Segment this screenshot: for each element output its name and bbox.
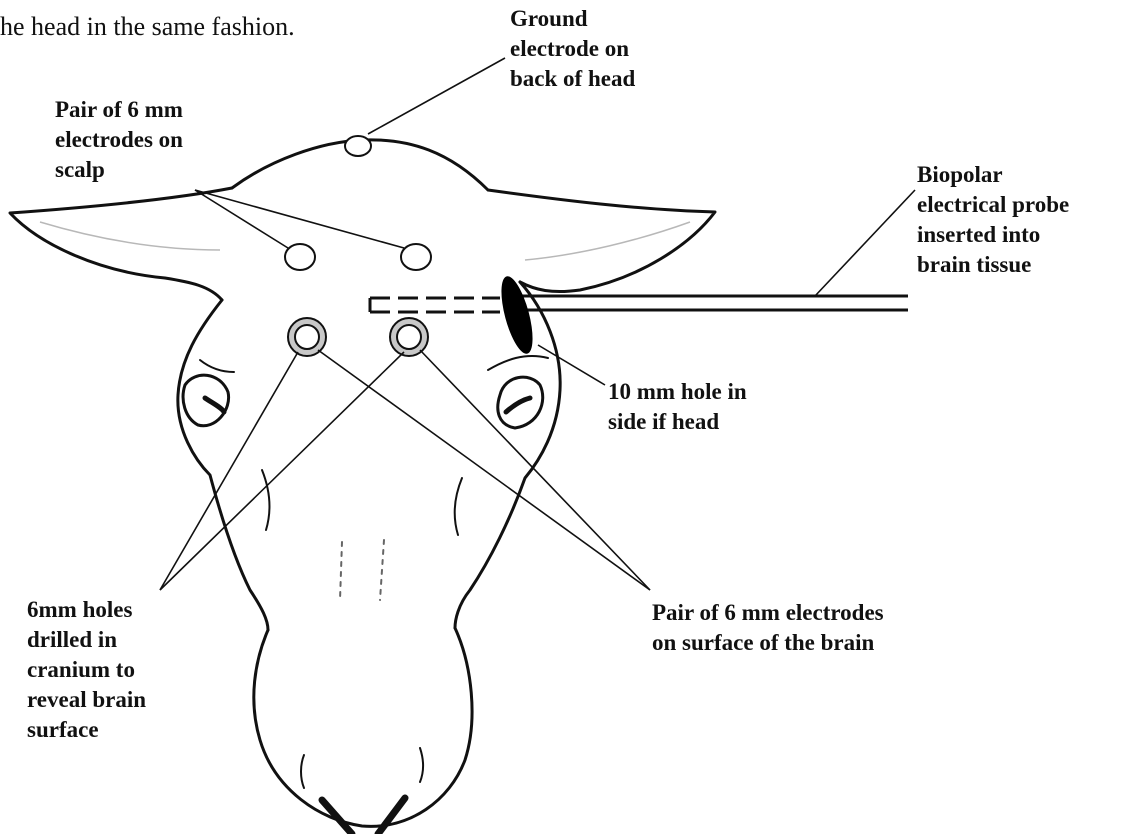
hole-label-line: 10 mm hole in [608, 377, 747, 407]
probe-leader [815, 190, 915, 296]
cranium-label-line: surface [27, 715, 146, 745]
cranium-label-line: drilled in [27, 625, 146, 655]
bipolar-probe [370, 296, 908, 312]
ground-electrode-label: Ground electrode on back of head [510, 4, 635, 94]
side-hole-10mm [495, 273, 539, 356]
scalp-label-line: scalp [55, 155, 183, 185]
scalp-label-line: electrodes on [55, 125, 183, 155]
brain-electrode-left [295, 325, 319, 349]
brain-electrode-right [397, 325, 421, 349]
right-ear [488, 190, 715, 292]
ground-label-line: Ground [510, 4, 635, 34]
brain-electrodes-label-line: Pair of 6 mm electrodes [652, 598, 884, 628]
probe-label-line: Biopolar [917, 160, 1069, 190]
cranium-label-line: 6mm holes [27, 595, 146, 625]
ground-electrode [345, 136, 371, 156]
side-hole-label: 10 mm hole in side if head [608, 377, 747, 437]
scalp-electrodes-label: Pair of 6 mm electrodes on scalp [55, 95, 183, 185]
hole-label-line: side if head [608, 407, 747, 437]
ground-leader [368, 58, 505, 134]
probe-label-line: brain tissue [917, 250, 1069, 280]
left-ear [10, 188, 232, 300]
ground-label-line: electrode on [510, 34, 635, 64]
ground-label-line: back of head [510, 64, 635, 94]
cranium-label-line: cranium to [27, 655, 146, 685]
probe-inserted-section [370, 298, 500, 312]
leader-lines [160, 58, 915, 590]
probe-label-line: inserted into [917, 220, 1069, 250]
scalp-leader-right [195, 190, 404, 248]
cranium-holes-label: 6mm holes drilled in cranium to reveal b… [27, 595, 146, 745]
probe-label: Biopolar electrical probe inserted into … [917, 160, 1069, 280]
hole-leader [538, 345, 605, 385]
cranium-label-line: reveal brain [27, 685, 146, 715]
brain-electrodes-label-line: on surface of the brain [652, 628, 884, 658]
probe-label-line: electrical probe [917, 190, 1069, 220]
brain-electrodes-label: Pair of 6 mm electrodes on surface of th… [652, 598, 884, 658]
scalp-electrode-left [285, 244, 315, 270]
cranium-leader-left [160, 352, 298, 590]
brain-leader-left [318, 350, 650, 590]
scalp-label-line: Pair of 6 mm [55, 95, 183, 125]
intro-text: he head in the same fashion. [0, 12, 295, 42]
scalp-leader-left [195, 190, 288, 248]
cranium-leader-right [160, 352, 404, 590]
scalp-electrode-right [401, 244, 431, 270]
ear-inner-lines [40, 222, 690, 260]
